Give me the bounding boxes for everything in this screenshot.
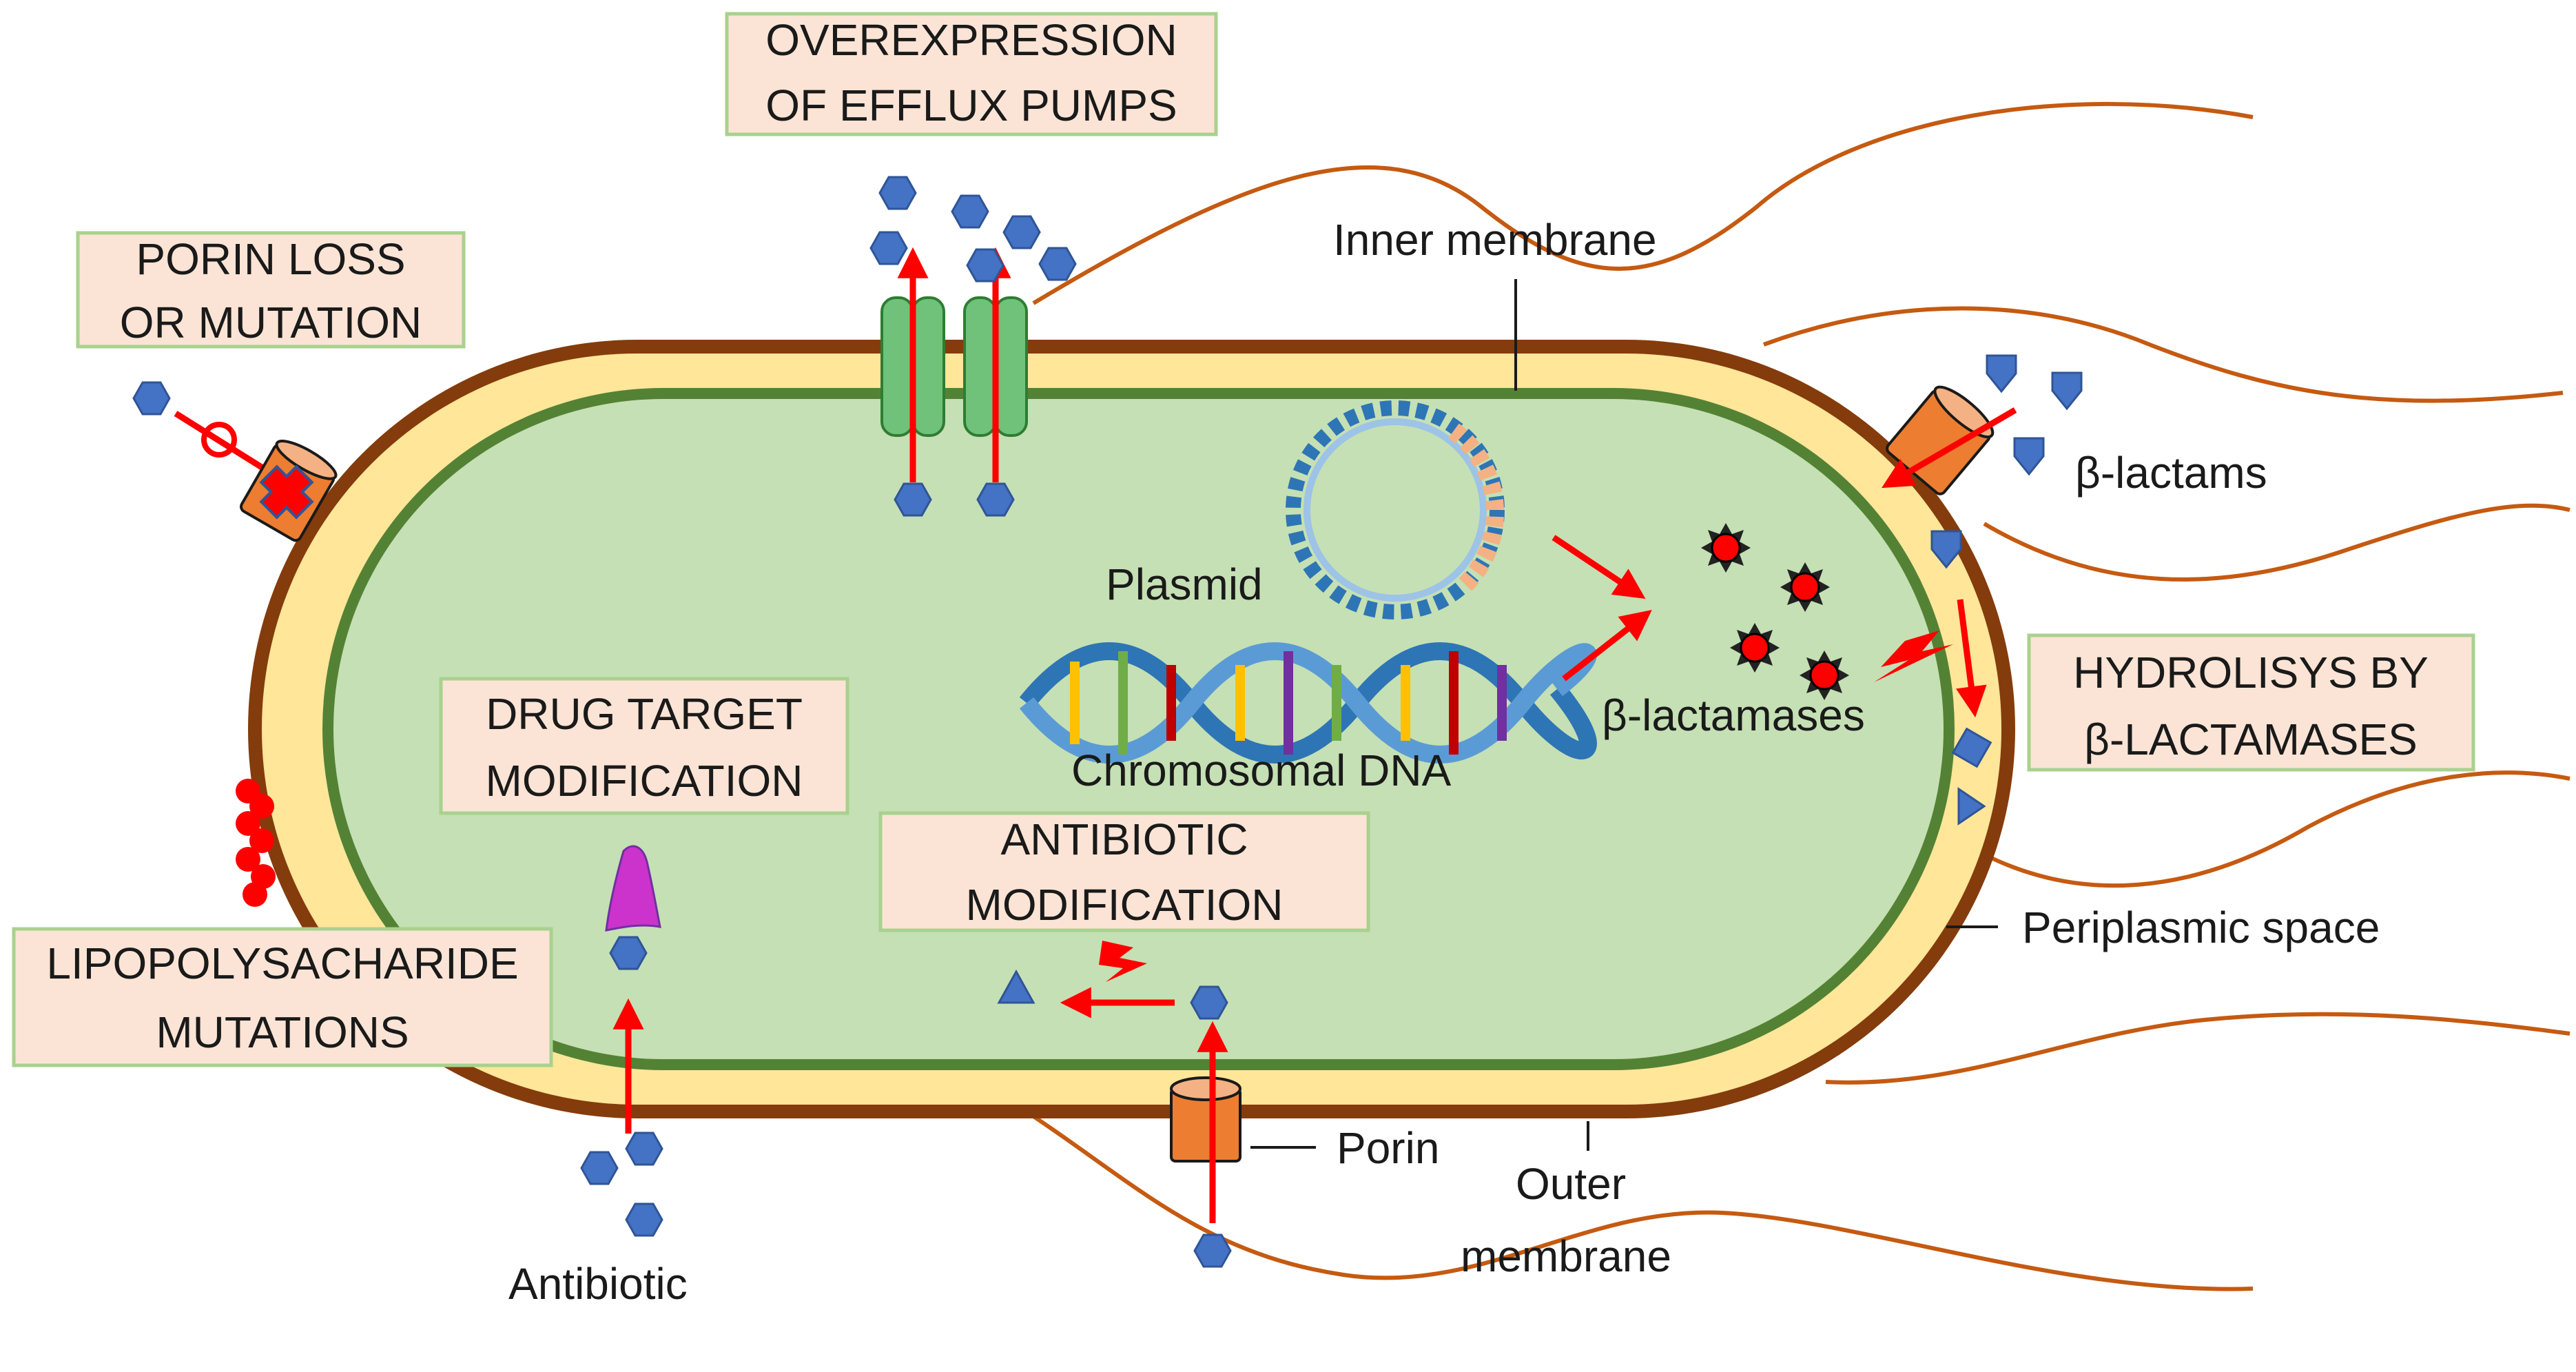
- antibiotic-icon: [132, 381, 171, 416]
- modified-antibiotic-icon: [997, 969, 1035, 1004]
- beta-lactamases: [1552, 522, 1851, 702]
- efflux-pumps: [869, 176, 1077, 517]
- box-porin-line2: OR MUTATION: [120, 298, 422, 347]
- box-antibiotic-mod-line2: MODIFICATION: [966, 880, 1284, 930]
- plasmid-label: Plasmid: [1106, 560, 1263, 609]
- beta-lactamase-icon: [1779, 561, 1831, 613]
- flagellum-top-left: [1032, 101, 2254, 305]
- blocked-icon: [201, 422, 237, 458]
- porin-loss-mechanism: [132, 381, 338, 542]
- box-efflux-line2: OF EFFLUX PUMPS: [765, 81, 1177, 130]
- antibiotic-icon: [625, 1132, 663, 1166]
- box-lps-line2: MUTATIONS: [156, 1007, 409, 1057]
- plasmid-to-enzyme-arrow: [1552, 535, 1646, 599]
- antibiotic-icon: [878, 176, 917, 210]
- drug-target-mechanism: [580, 845, 663, 1237]
- box-antibiotic-modification: ANTIBIOTIC MODIFICATION: [878, 811, 1370, 932]
- outer-membrane-label-2: membrane: [1461, 1231, 1671, 1281]
- porin-channel: [1170, 1076, 1241, 1163]
- inner-membrane-label: Inner membrane: [1333, 215, 1657, 265]
- flagellum-right-2: [1983, 503, 2570, 582]
- beta-lactam-icon: [2051, 371, 2083, 410]
- flagellum-bottom: [1032, 1114, 2254, 1291]
- beta-lactamase-icon: [1729, 622, 1781, 674]
- antibiotic-icon: [1038, 247, 1077, 281]
- box-drug-target: DRUG TARGET MODIFICATION: [439, 677, 849, 815]
- chromosomal-dna-icon: [1019, 642, 1597, 764]
- modified-target-icon: [605, 845, 661, 932]
- periplasmic-space-label: Periplasmic space: [2022, 903, 2380, 952]
- antibiotic-label: Antibiotic: [508, 1259, 688, 1309]
- lps-mutation-icons: [236, 779, 276, 907]
- box-hydrolysis: HYDROLISYS BY β-LACTAMASES: [2027, 633, 2475, 772]
- outer-membrane-label-1: Outer: [1516, 1159, 1626, 1209]
- lactam-entry-arrow: [1882, 407, 2017, 489]
- dna-to-enzyme-arrow: [1562, 610, 1652, 682]
- flagellum-right-4: [1825, 1012, 2570, 1085]
- cytoplasm: [333, 399, 1944, 1059]
- box-drug-target-line2: MODIFICATION: [486, 756, 803, 806]
- antibiotic-icon: [894, 482, 932, 517]
- porin-label: Porin: [1337, 1123, 1439, 1173]
- antibiotic-icon: [580, 1151, 619, 1185]
- beta-lactam-icon: [2013, 437, 2045, 475]
- x-mark-icon: [259, 464, 314, 520]
- box-drug-target-line1: DRUG TARGET: [486, 689, 803, 739]
- antibiotic-icon: [609, 936, 648, 970]
- antibiotic-icon: [976, 482, 1015, 517]
- beta-lactam-porin: [1874, 354, 2083, 826]
- efflux-pump-2: [963, 296, 1028, 437]
- antibiotic-icon: [1193, 1233, 1232, 1268]
- antibiotic-icon: [951, 194, 989, 229]
- beta-lactam-icon: [1986, 354, 2017, 393]
- box-antibiotic-mod-line1: ANTIBIOTIC: [1000, 815, 1248, 864]
- bacterial-cell: [248, 340, 2015, 1118]
- plasmid-icon: [1286, 400, 1505, 620]
- antibiotic-icon: [1190, 985, 1228, 1020]
- box-lps-line1: LIPOPOLYSACHARIDE: [46, 939, 518, 988]
- beta-lactamases-label: β-lactamases: [1602, 690, 1865, 740]
- antibiotic-modification-mechanism: [997, 941, 1316, 1268]
- antibiotic-icon: [625, 1202, 663, 1237]
- box-lps-mutations: LIPOPOLYSACHARIDE MUTATIONS: [12, 927, 553, 1067]
- flagellum-right-1: [1762, 306, 2564, 403]
- antibiotic-icon: [869, 231, 908, 265]
- box-hydrolysis-line2: β-LACTAMASES: [2084, 715, 2418, 764]
- flagellum-right-3: [1983, 770, 2570, 888]
- lightning-icon: [1099, 941, 1147, 982]
- box-porin-loss: PORIN LOSS OR MUTATION: [76, 231, 466, 349]
- antibiotic-icon: [966, 248, 1004, 283]
- antibiotic-icon: [1002, 215, 1041, 249]
- beta-lactamase-icon: [1700, 522, 1752, 574]
- flagella: [1032, 101, 2570, 1291]
- beta-lactams-label: β-lactams: [2075, 448, 2267, 498]
- box-porin-line1: PORIN LOSS: [136, 234, 405, 284]
- hydrolyzed-lactam-icon: [1957, 787, 1986, 826]
- box-hydrolysis-line1: HYDROLISYS BY: [2073, 648, 2429, 697]
- hydrolyzed-lactam-icon: [1951, 727, 1992, 768]
- box-efflux-pumps: OVEREXPRESSION OF EFFLUX PUMPS: [725, 12, 1218, 136]
- lightning-icon: [1874, 631, 1953, 682]
- chromosomal-dna-label: Chromosomal DNA: [1071, 746, 1452, 795]
- box-efflux-line1: OVEREXPRESSION: [765, 15, 1177, 65]
- periplasm-arrow: [1955, 599, 1987, 718]
